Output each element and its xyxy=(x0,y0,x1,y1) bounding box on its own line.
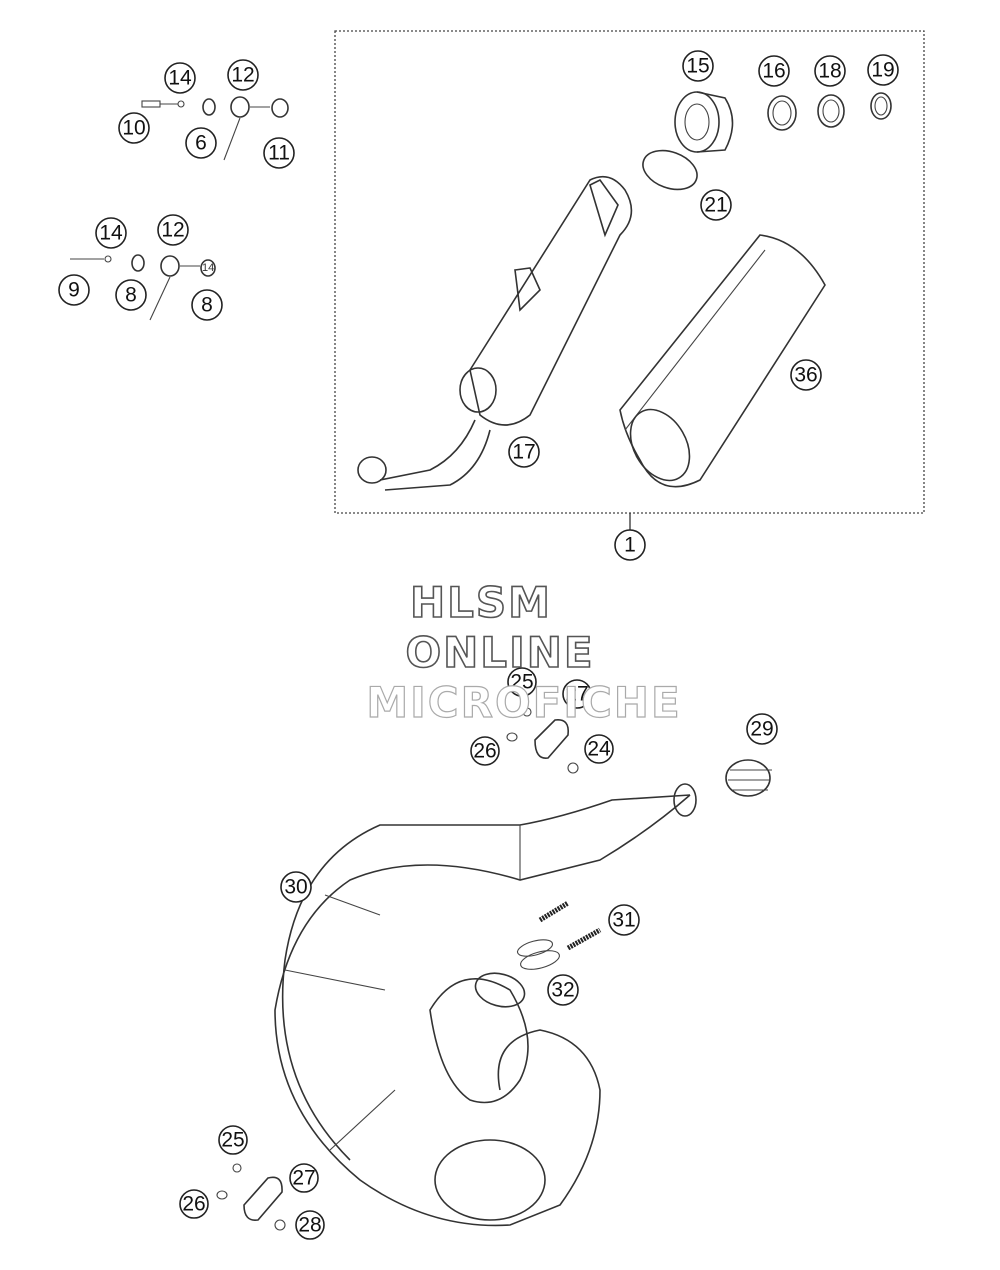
watermark-line-1: HLSM xyxy=(409,577,552,628)
o-ring xyxy=(642,149,698,191)
rubber-sleeve xyxy=(725,759,772,797)
svg-text:26: 26 xyxy=(182,1193,205,1216)
end-cap xyxy=(674,91,734,153)
svg-text:30: 30 xyxy=(284,876,307,899)
svg-text:12: 12 xyxy=(231,64,254,87)
callout-6: 6 xyxy=(185,127,217,159)
watermark-line-3: MICROFICHE xyxy=(366,677,682,727)
svg-text:9: 9 xyxy=(68,279,80,302)
callout-36: 36 xyxy=(790,359,822,391)
svg-text:1: 1 xyxy=(624,534,636,557)
callout-27a: 27 xyxy=(562,679,592,709)
svg-text:10: 10 xyxy=(122,117,145,140)
svg-text:19: 19 xyxy=(871,59,894,82)
silencer xyxy=(357,175,633,491)
callout-25a: 25 xyxy=(507,667,537,697)
small-part-label: 14 xyxy=(202,262,214,274)
heat-shield xyxy=(619,234,826,488)
callout-26a: 26 xyxy=(470,736,500,766)
svg-text:31: 31 xyxy=(612,909,635,932)
svg-text:12: 12 xyxy=(161,219,184,242)
svg-text:8: 8 xyxy=(125,284,137,307)
bottom-flange-parts xyxy=(216,1163,286,1231)
callout-10: 10 xyxy=(118,112,150,144)
svg-text:27: 27 xyxy=(565,683,588,706)
callout-24: 24 xyxy=(584,734,614,764)
svg-text:21: 21 xyxy=(704,194,727,217)
callout-15: 15 xyxy=(682,50,714,82)
svg-text:27: 27 xyxy=(292,1167,315,1190)
callout-25b: 25 xyxy=(218,1125,248,1155)
callout-31: 31 xyxy=(608,904,640,936)
svg-text:6: 6 xyxy=(195,132,207,155)
callout-28: 28 xyxy=(295,1210,325,1240)
callout-12a: 12 xyxy=(227,59,259,91)
callout-14b: 14 xyxy=(95,217,127,249)
watermark-line-2: ONLINE xyxy=(405,627,595,678)
callout-1: 1 xyxy=(614,529,646,561)
callout-14a: 14 xyxy=(164,62,196,94)
svg-text:16: 16 xyxy=(762,60,785,83)
hardware-group-1 xyxy=(141,96,289,161)
callout-29: 29 xyxy=(746,713,778,745)
hardware-group-2 xyxy=(70,254,216,321)
callout-19: 19 xyxy=(867,54,899,86)
callout-26b: 26 xyxy=(179,1189,209,1219)
o-rings xyxy=(516,939,560,970)
svg-text:14: 14 xyxy=(168,67,192,90)
callout-21: 21 xyxy=(700,189,732,221)
callout-16: 16 xyxy=(758,55,790,87)
svg-text:36: 36 xyxy=(794,364,817,387)
svg-text:25: 25 xyxy=(510,671,533,694)
svg-text:11: 11 xyxy=(268,142,290,165)
springs xyxy=(538,900,602,951)
callout-32: 32 xyxy=(547,974,579,1006)
svg-text:14: 14 xyxy=(99,222,123,245)
rings xyxy=(767,92,892,131)
callout-12b: 12 xyxy=(157,214,189,246)
callout-11: 11 xyxy=(263,137,295,169)
callout-18: 18 xyxy=(814,55,846,87)
svg-text:17: 17 xyxy=(512,441,535,464)
svg-text:25: 25 xyxy=(221,1129,244,1152)
svg-text:28: 28 xyxy=(298,1214,321,1237)
svg-text:32: 32 xyxy=(551,979,574,1002)
svg-text:18: 18 xyxy=(818,60,841,83)
flange-parts xyxy=(506,707,579,774)
svg-text:24: 24 xyxy=(587,738,611,761)
callout-8b: 8 xyxy=(191,289,223,321)
exhaust-pipe xyxy=(274,783,697,1227)
svg-text:26: 26 xyxy=(473,740,496,763)
svg-text:29: 29 xyxy=(750,718,773,741)
callout-9: 9 xyxy=(58,274,90,306)
svg-text:8: 8 xyxy=(201,294,213,317)
callout-17: 17 xyxy=(508,436,540,468)
callout-8a: 8 xyxy=(115,279,147,311)
callout-30: 30 xyxy=(280,871,312,903)
callout-27b: 27 xyxy=(289,1163,319,1193)
svg-text:15: 15 xyxy=(686,55,709,78)
